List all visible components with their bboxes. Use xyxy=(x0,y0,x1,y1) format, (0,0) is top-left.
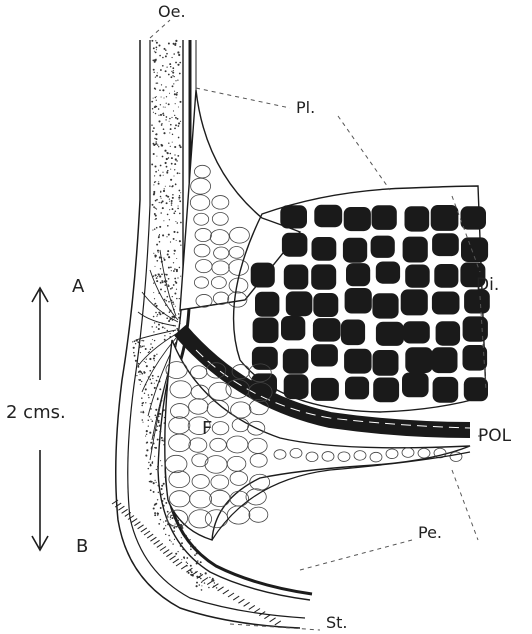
diaphragm-muscle xyxy=(251,205,490,403)
label-diaphragm: Di. xyxy=(476,275,499,295)
label-peritoneum: Pe. xyxy=(418,523,442,542)
down-arrow-icon xyxy=(32,450,48,550)
pleural-fat-pad xyxy=(180,90,300,310)
label-scale: 2 cms. xyxy=(6,402,66,423)
label-oesophagus: Oe. xyxy=(158,2,186,21)
label-stomach: St. xyxy=(326,613,348,632)
up-arrow-icon xyxy=(32,288,48,380)
label-point-a: A xyxy=(72,276,84,297)
label-point-b: B xyxy=(76,536,88,557)
label-fat: F xyxy=(202,418,212,439)
label-pol: POL xyxy=(478,426,511,446)
label-pleura: Pl. xyxy=(296,98,315,117)
